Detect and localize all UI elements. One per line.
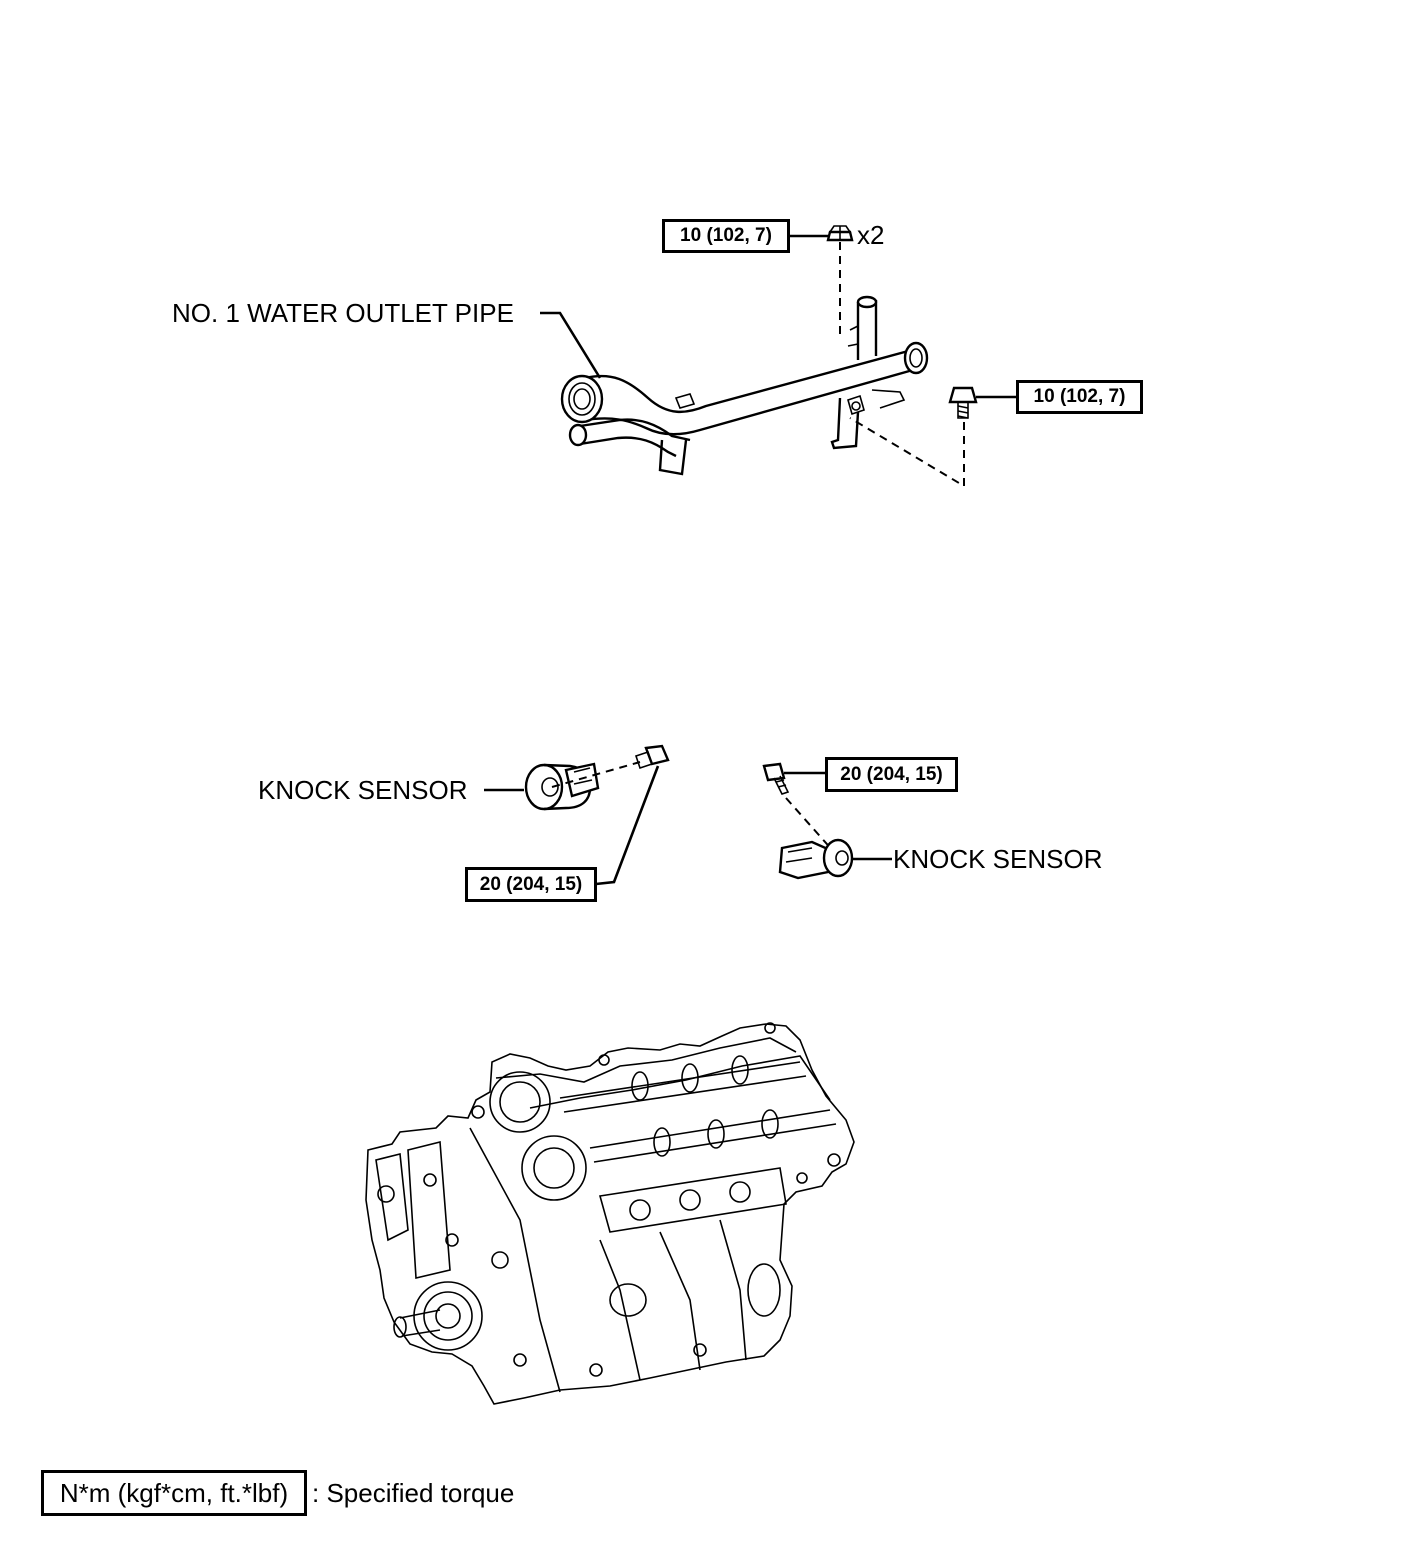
- torque-knock-left: 20 (204, 15): [465, 867, 597, 902]
- knock-right-dashed-line: [785, 797, 835, 853]
- knock-left-dashed-line: [551, 761, 641, 788]
- pipe-label-leader: [540, 311, 602, 379]
- water-outlet-pipe-label: NO. 1 WATER OUTLET PIPE: [172, 298, 514, 328]
- nut-quantity-label: x2: [857, 220, 885, 250]
- knock-sensor-left-label: KNOCK SENSOR: [258, 775, 468, 805]
- knock-left-bolt-icon: [634, 744, 670, 770]
- knock-sensor-right: [778, 838, 854, 880]
- torque-knock-right: 20 (204, 15): [825, 757, 958, 792]
- knock-sensor-right-label: KNOCK SENSOR: [893, 844, 1103, 874]
- pipe-nut-icon: [826, 225, 854, 242]
- knock-left-torque-leader: [595, 765, 660, 886]
- knock-sensor-left: [524, 762, 600, 811]
- legend-description: : Specified torque: [312, 1478, 515, 1508]
- knock-right-bolt-icon: [762, 762, 790, 795]
- bolt-dashed-line: [849, 417, 965, 488]
- water-outlet-pipe: [560, 295, 929, 476]
- torque-pipe-nut: 10 (102, 7): [662, 219, 790, 253]
- engine-block: [365, 1022, 855, 1405]
- legend-torque-box: N*m (kgf*cm, ft.*lbf): [41, 1470, 307, 1516]
- pipe-bolt-icon: [948, 386, 978, 419]
- torque-pipe-bolt: 10 (102, 7): [1016, 380, 1143, 414]
